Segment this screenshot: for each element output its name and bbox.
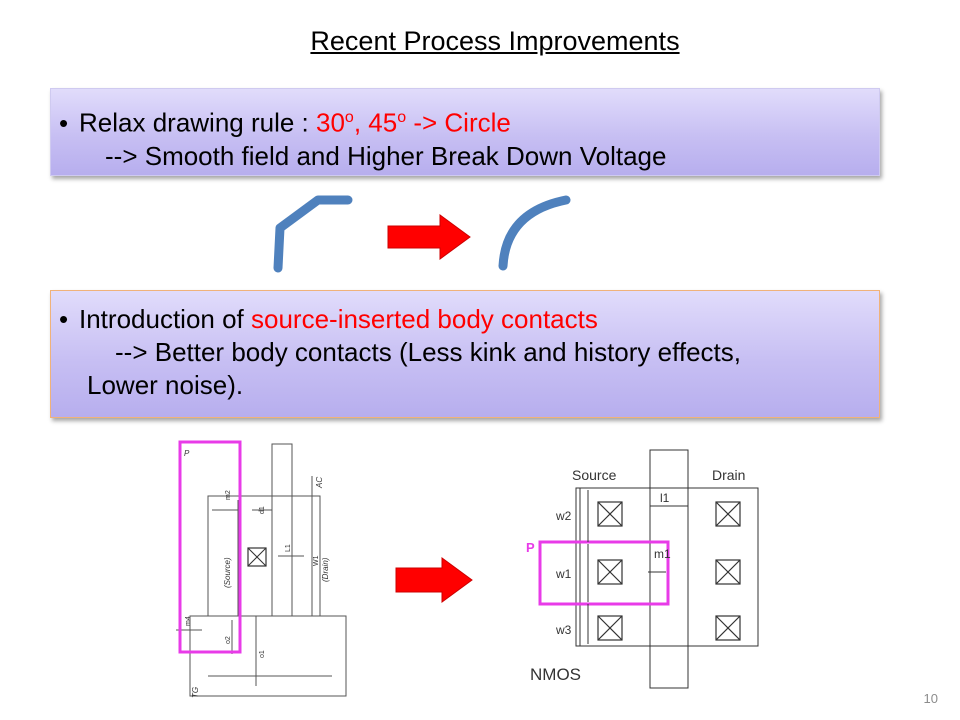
box2-line1-prefix: Introduction of: [79, 304, 251, 334]
box1-red-30: 30: [316, 107, 345, 138]
bullet-icon: •: [59, 304, 69, 334]
left-tg-label: TG: [191, 687, 200, 698]
red-arrow-icon: [395, 557, 473, 603]
nmos-drain-label: Drain: [712, 467, 745, 483]
nmos-title-label: NMOS: [530, 665, 581, 684]
box1-line1: •Relax drawing rule : 30o, 45o -> Circle: [59, 101, 879, 140]
left-o1-label: o1: [259, 650, 266, 658]
bullet-box-drawing-rule: •Relax drawing rule : 30o, 45o -> Circle…: [50, 88, 880, 176]
rounded-corner-shape: [498, 195, 571, 271]
box1-degree-1: o: [344, 109, 354, 126]
red-arrow-icon: [387, 214, 471, 260]
left-source-label: (Source): [223, 557, 232, 588]
nmos-active-region: [575, 487, 759, 647]
left-w1-label: W1: [313, 555, 320, 566]
box1-degree-2: o: [397, 109, 407, 126]
box2-red-text: source-inserted body contacts: [251, 304, 598, 334]
p-region-outline: [538, 540, 670, 606]
nmos-l1-label: l1: [660, 491, 670, 505]
bullet-box-body-contacts: • Introduction of source-inserted body co…: [50, 290, 880, 418]
page-number: 10: [923, 691, 938, 706]
nmos-m1-label: m1: [654, 547, 671, 561]
box1-line1-prefix: Relax drawing rule :: [79, 107, 316, 138]
box2-line2: --> Better body contacts (Less kink and …: [115, 337, 741, 367]
contact-square-icon: [247, 547, 267, 567]
left-drain-label: (Drain): [321, 557, 330, 582]
nmos-gate: [649, 449, 689, 689]
left-o2-label: o2: [225, 636, 232, 644]
slide-title: Recent Process Improvements: [310, 26, 680, 56]
bullet-icon: •: [59, 107, 69, 138]
left-ac-label: AC: [315, 477, 324, 489]
nmos-w1-label: w1: [555, 567, 572, 581]
left-p-label: P: [184, 449, 190, 458]
angled-corner-shape: [273, 195, 353, 273]
left-m2-label: m2: [225, 490, 232, 500]
middle-arrow-graphic: [395, 557, 473, 603]
corner-comparison-graphic: [273, 195, 571, 273]
nmos-p-label: P: [526, 540, 535, 555]
box2-line1: • Introduction of source-inserted body co…: [59, 303, 879, 336]
p-region-outline: [178, 440, 242, 654]
box1-comma: ,: [353, 107, 369, 138]
left-m4-label: m4: [185, 616, 192, 626]
box2-line3: Lower noise).: [87, 370, 244, 400]
left-l1-label: L1: [285, 544, 292, 552]
nmos-source-label: Source: [572, 467, 617, 483]
box1-line2: --> Smooth field and Higher Break Down V…: [105, 140, 667, 171]
left-d1-label: d1: [259, 506, 266, 514]
nmos-layout-diagram: Source Drain l1 w2 P m1 w1 w3 NMOS: [526, 449, 759, 689]
box1-red-suffix: -> Circle: [406, 107, 511, 138]
nmos-w3-label: w3: [555, 623, 572, 637]
nmos-w2-label: w2: [555, 509, 572, 523]
box1-red-45: 45: [368, 107, 398, 138]
left-layout-diagram: P AC m2 d1 L1 (Source) W1 (Drain) m4 o2 …: [176, 440, 347, 698]
